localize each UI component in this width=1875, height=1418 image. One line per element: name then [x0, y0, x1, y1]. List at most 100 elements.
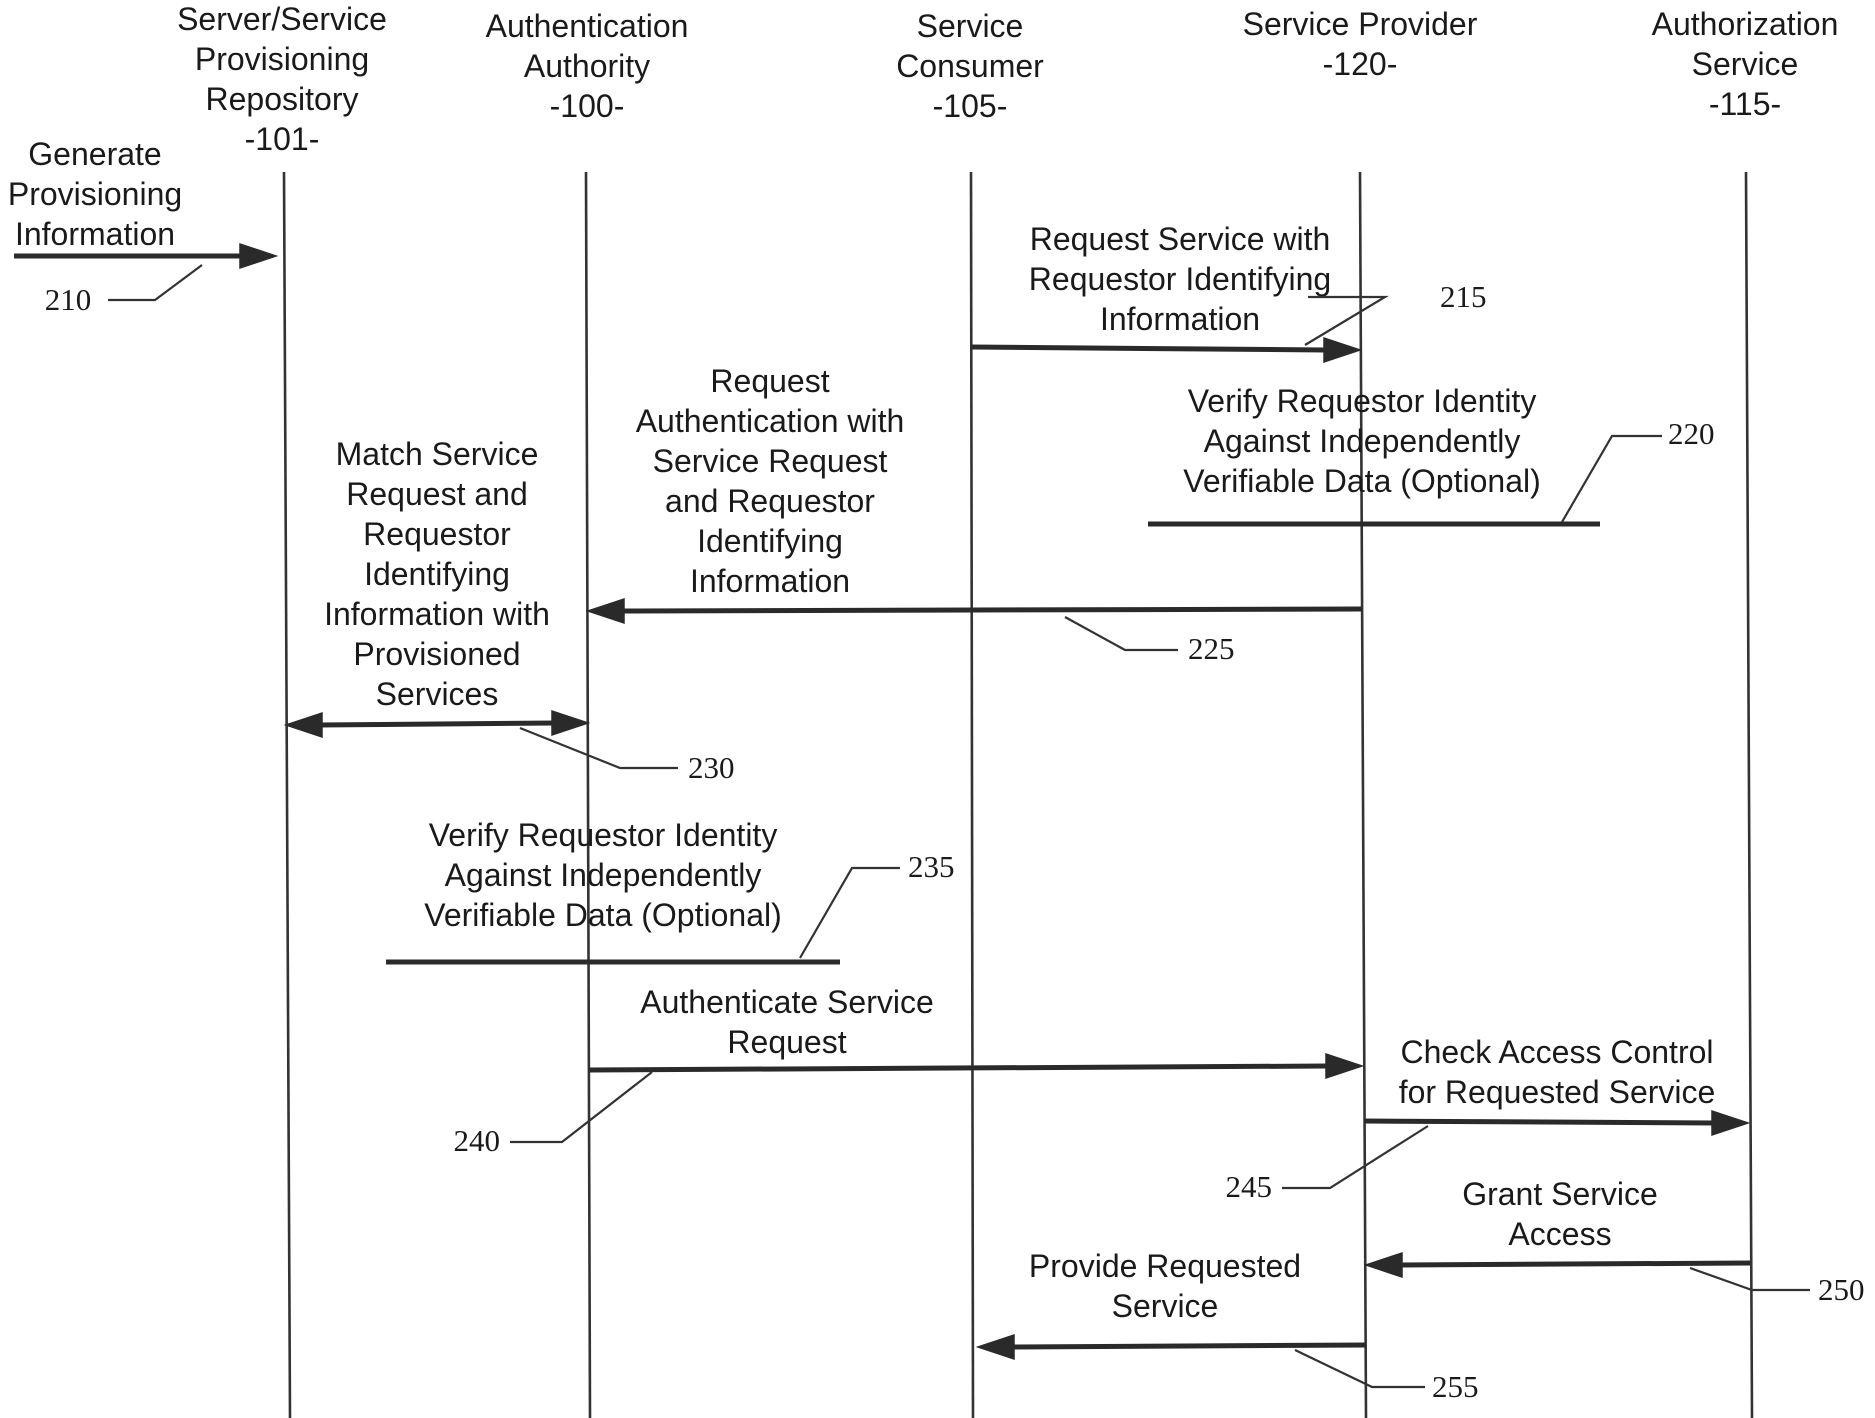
participant-repository-label: Provisioning — [195, 41, 369, 77]
step-240: Authenticate Service Request 240 — [454, 984, 1365, 1158]
step-215-leader — [1304, 295, 1389, 346]
step-215-label: Request Service with — [1030, 221, 1331, 257]
step-250: Grant Service Access 250 — [1363, 1176, 1865, 1307]
step-250-ref: 250 — [1818, 1272, 1865, 1307]
step-210-leader — [108, 264, 203, 302]
lifeline-consumer — [969, 171, 975, 1418]
step-230-arrow — [317, 720, 556, 728]
participant-authz-number: -115- — [1709, 86, 1781, 122]
step-215-arrow — [970, 344, 1327, 353]
step-230-leader — [519, 726, 678, 770]
participant-authentication-authority: Authentication Authority -100- — [486, 8, 689, 124]
arrowhead-icon — [551, 709, 591, 737]
arrowhead-icon — [1325, 1052, 1365, 1080]
step-230-label: Identifying — [364, 556, 510, 592]
step-240-label: Authenticate Service — [640, 984, 934, 1020]
step-235-label: Verifiable Data (Optional) — [424, 897, 782, 933]
step-220: Verify Requestor Identity Against Indepe… — [1148, 383, 1715, 527]
arrowhead-icon — [1323, 336, 1363, 364]
step-225: Request Authentication with Service Requ… — [585, 363, 1363, 666]
participant-repository: Server/Service Provisioning Repository -… — [177, 1, 387, 157]
step-245: Check Access Control for Requested Servi… — [1226, 1034, 1751, 1204]
participant-authority-label: Authentication — [486, 8, 689, 44]
lifeline-provider — [1358, 171, 1368, 1418]
step-220-label: Verify Requestor Identity — [1188, 383, 1537, 419]
step-230-label: Request and — [346, 476, 527, 512]
step-230-label: Provisioned — [353, 636, 520, 672]
step-215-label: Information — [1100, 301, 1260, 337]
step-230: Match Service Request and Requestor Iden… — [283, 436, 735, 785]
participant-repository-label: Repository — [206, 81, 359, 117]
participant-authz-label: Service — [1692, 46, 1799, 82]
step-210-label: Generate — [28, 136, 161, 172]
step-245-arrow — [1363, 1118, 1715, 1126]
step-215-label: Requestor Identifying — [1029, 261, 1331, 297]
participant-authority-number: -100- — [550, 88, 625, 124]
step-245-leader — [1282, 1125, 1429, 1190]
participant-consumer-number: -105- — [933, 88, 1008, 124]
step-225-ref: 225 — [1188, 631, 1235, 666]
lifeline-repository — [282, 171, 292, 1418]
step-240-arrow — [588, 1063, 1329, 1073]
step-225-label: Service Request — [653, 443, 888, 479]
step-220-label: Against Independently — [1204, 423, 1521, 459]
participant-repository-number: -101- — [245, 121, 320, 157]
lifeline-authz — [1744, 171, 1754, 1418]
step-240-label: Request — [727, 1024, 846, 1060]
step-255-label: Service — [1112, 1288, 1219, 1324]
arrowhead-icon — [239, 242, 279, 270]
step-235-ref: 235 — [908, 849, 955, 884]
step-225-label: and Requestor — [665, 483, 875, 519]
participant-authority-label: Authority — [524, 48, 650, 84]
step-225-label: Request — [710, 363, 829, 399]
step-235-leader — [799, 866, 900, 959]
step-210-ref: 210 — [45, 282, 92, 317]
step-225-label: Authentication with — [636, 403, 905, 439]
step-230-label: Services — [376, 676, 499, 712]
participant-service-provider: Service Provider -120- — [1243, 6, 1478, 82]
step-220-label: Verifiable Data (Optional) — [1183, 463, 1541, 499]
arrowhead-icon — [283, 711, 323, 739]
step-230-label: Requestor — [363, 516, 511, 552]
participant-repository-label: Server/Service — [177, 1, 387, 37]
step-255-leader — [1294, 1349, 1425, 1389]
step-250-label: Access — [1508, 1216, 1611, 1252]
arrowhead-icon — [975, 1333, 1015, 1361]
participant-consumer-label: Consumer — [896, 48, 1044, 84]
arrowhead-icon — [1711, 1109, 1751, 1137]
step-220-ref: 220 — [1668, 416, 1715, 451]
step-250-leader — [1689, 1266, 1810, 1292]
step-230-label: Match Service — [336, 436, 539, 472]
step-235-label: Against Independently — [445, 857, 762, 893]
step-255-ref: 255 — [1432, 1369, 1479, 1404]
step-245-label: for Requested Service — [1399, 1074, 1716, 1110]
participant-provider-number: -120- — [1323, 46, 1398, 82]
step-245-label: Check Access Control — [1400, 1034, 1713, 1070]
step-220-leader — [1561, 434, 1662, 523]
lifeline-authority — [584, 171, 592, 1418]
step-215: Request Service with Requestor Identifyi… — [970, 221, 1487, 364]
step-240-ref: 240 — [454, 1123, 501, 1158]
participant-provider-label: Service Provider — [1243, 6, 1478, 42]
step-210: Generate Provisioning Information 210 — [8, 136, 279, 317]
step-255-arrow — [1011, 1342, 1367, 1350]
step-245-ref: 245 — [1226, 1169, 1273, 1204]
step-210-label: Information — [15, 216, 175, 252]
arrowhead-icon — [1363, 1251, 1403, 1279]
participant-service-consumer: Service Consumer -105- — [896, 8, 1044, 124]
arrowhead-icon — [585, 597, 625, 625]
step-255: Provide Requested Service 255 — [975, 1248, 1479, 1404]
step-225-label: Information — [690, 563, 850, 599]
step-240-leader — [510, 1071, 653, 1144]
step-230-label: Information with — [324, 596, 550, 632]
step-250-arrow — [1399, 1260, 1751, 1268]
step-225-leader — [1064, 616, 1178, 652]
participant-authorization-service: Authorization Service -115- — [1652, 6, 1839, 122]
step-255-label: Provide Requested — [1029, 1248, 1301, 1284]
step-225-arrow — [621, 606, 1363, 614]
step-230-ref: 230 — [688, 750, 735, 785]
step-215-ref: 215 — [1440, 279, 1487, 314]
step-210-label: Provisioning — [8, 176, 182, 212]
participant-consumer-label: Service — [917, 8, 1024, 44]
